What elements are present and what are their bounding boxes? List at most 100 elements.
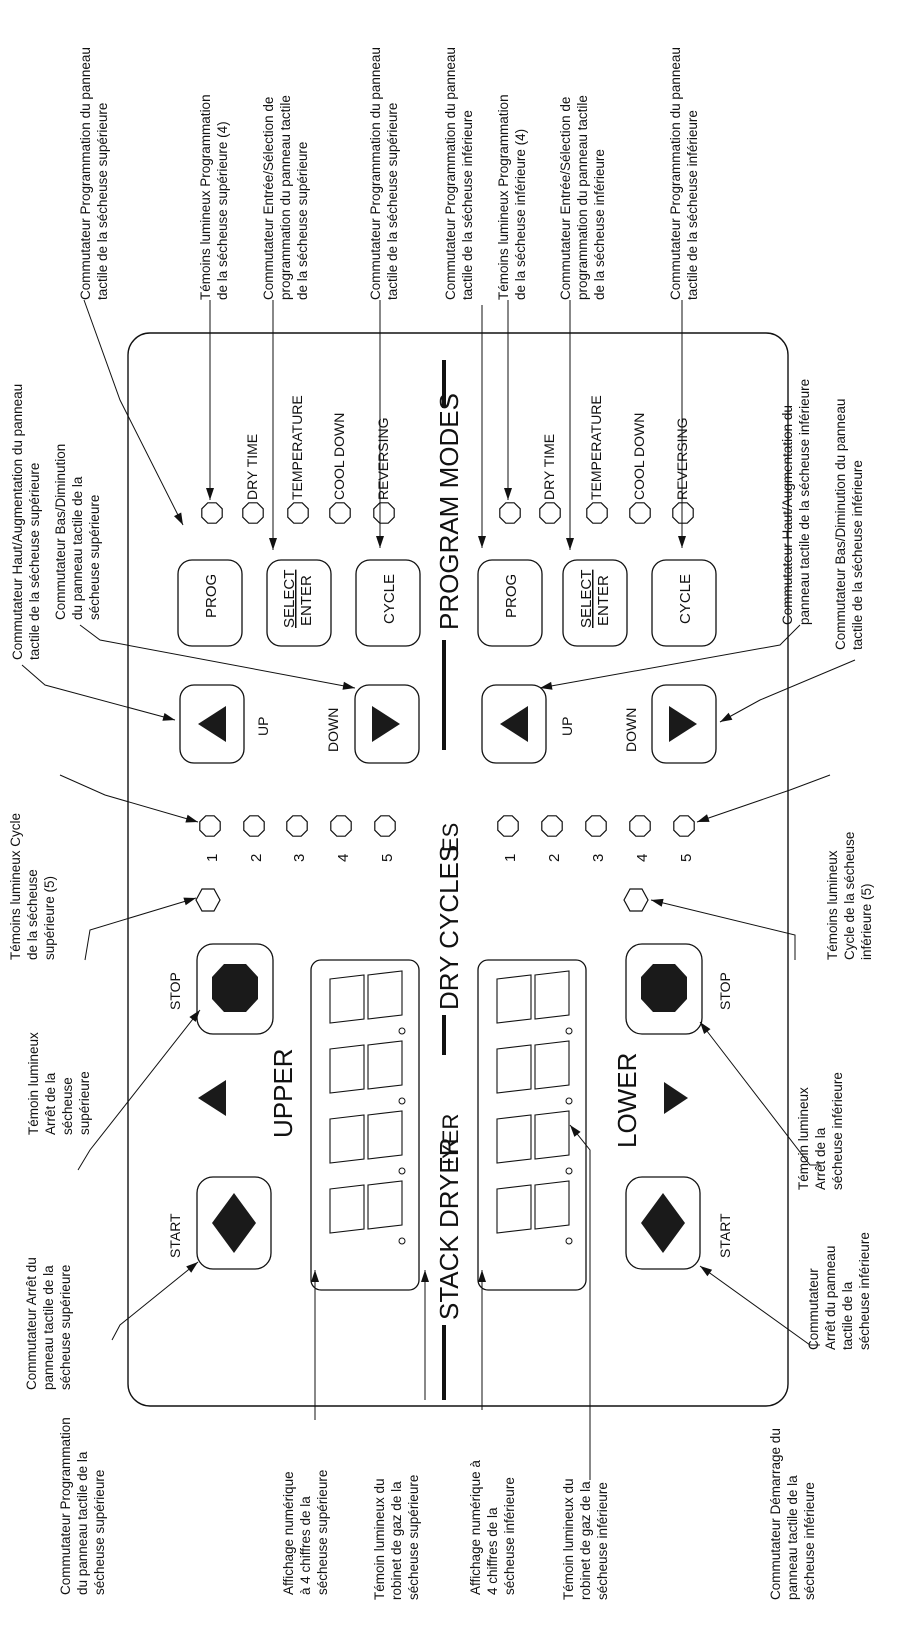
annotation-text: de la sécheuse inférieure (4): [513, 129, 528, 300]
arrowhead-icon: [700, 1266, 713, 1277]
upper-down-label: DOWN: [325, 708, 341, 752]
lower-select-enter-button[interactable]: SELECT ENTER: [562, 559, 628, 647]
lower-indicator-arrow-icon: [664, 1082, 688, 1114]
annotation-text: de la sécheuse inférieure: [592, 149, 607, 300]
arrowhead-icon: [651, 898, 664, 907]
annotation-text: Commutateur Haut/Augmentation du panneau: [10, 384, 25, 660]
upper-cycle-led: [243, 815, 265, 837]
annotation-text: Arrêt de la: [43, 1072, 58, 1135]
annotation-text: Commutateur Programmation: [58, 1417, 73, 1595]
lower-start-button[interactable]: START: [625, 1176, 733, 1270]
annotation-text: robinet de gaz de la: [578, 1481, 593, 1600]
lower-mode-label: TEMPERATURE: [588, 395, 604, 500]
lower-mode-led: [586, 502, 608, 524]
lower-cycle-led: [541, 815, 563, 837]
lower-stop-label: STOP: [717, 972, 733, 1010]
upper-digit: [329, 1110, 406, 1175]
lower-prog-led: [499, 502, 521, 524]
arrowhead-icon: [478, 536, 486, 548]
annotation-text: Témoins lumineux Cycle: [8, 813, 23, 960]
arrowhead-icon: [697, 814, 710, 822]
annotation-text: Commutateur: [806, 1268, 821, 1350]
annotation-text: Commutateur Haut/Augmentation du: [780, 405, 795, 625]
upper-cycle-led: [199, 815, 221, 837]
arrowhead-icon: [540, 681, 553, 690]
annotation-text: sécheuse supérieure: [58, 1265, 73, 1390]
lower-cycle-led: [629, 815, 651, 837]
leader-line: [79, 624, 356, 689]
leader-line: [696, 774, 831, 823]
lower-stop-button[interactable]: STOP: [625, 943, 733, 1035]
lower-digit: [496, 1110, 573, 1175]
arrowhead-icon: [269, 538, 277, 550]
upper-digital-display: [310, 959, 420, 1291]
upper-cycle-number: 2: [248, 854, 265, 862]
leader-line: [650, 899, 796, 960]
lower-cycle-button[interactable]: CYCLE: [651, 559, 717, 647]
lower-cycle-number: 4: [634, 854, 651, 862]
upper-prog-button[interactable]: PROG: [177, 559, 243, 647]
upper-cycle-button[interactable]: CYCLE: [355, 559, 421, 647]
annotation-text: sécheuse: [60, 1077, 75, 1135]
upper-stop-button[interactable]: STOP: [167, 943, 274, 1035]
annotation-text: tactile de la sécheuse supérieure: [95, 103, 110, 300]
lower-cycle-number: 2: [546, 854, 563, 862]
annotation-text: Arrêt du panneau: [823, 1246, 838, 1350]
upper-cycle-number: 4: [335, 854, 352, 862]
arrowhead-icon: [376, 536, 384, 548]
upper-mode-label: DRY TIME: [244, 434, 260, 500]
annotation-text: Commutateur Arrêt du: [24, 1257, 39, 1390]
annotation-text: Commutateur Bas/Diminution: [53, 444, 68, 620]
arrowhead-icon: [189, 1010, 200, 1022]
arrowhead-icon: [185, 814, 198, 823]
annotation-text: supérieure (5): [42, 876, 57, 960]
upper-cycle-number: 3: [291, 854, 308, 862]
upper-up-button[interactable]: UP: [179, 684, 271, 764]
upper-select-enter-button[interactable]: SELECT ENTER: [266, 559, 332, 647]
upper-select-label: SELECT: [281, 570, 298, 628]
upper-digit: [329, 1040, 406, 1105]
upper-mode-led: [329, 502, 351, 524]
stack-dryer-suffix: !YER: [438, 1114, 463, 1165]
annotation-text: Commutateur Programmation du panneau: [78, 47, 93, 300]
annotation-text: tactile de la sécheuse supérieure: [385, 103, 400, 300]
dry-cycles-label: DRY CYCLES: [434, 845, 464, 1010]
upper-start-label: START: [167, 1213, 183, 1258]
upper-down-button[interactable]: DOWN: [325, 684, 420, 764]
upper-start-button[interactable]: START: [167, 1176, 272, 1270]
arrowhead-icon: [478, 1270, 486, 1282]
annotation-text: de la sécheuse: [25, 869, 40, 960]
annotation-text: tactile de la sécheuse supérieure: [27, 463, 42, 660]
lower-up-button[interactable]: UP: [481, 684, 575, 764]
annotation-text: de la sécheuse supérieure (4): [215, 121, 230, 300]
upper-up-label: UP: [255, 717, 271, 736]
arrowhead-icon: [720, 712, 733, 722]
arrowhead-icon: [311, 1270, 319, 1282]
lower-down-button[interactable]: DOWN: [623, 684, 717, 764]
annotation-text: robinet de gaz de la: [389, 1481, 404, 1600]
annotation-text: Cycle de la sécheuse: [842, 832, 857, 960]
leader-line: [539, 624, 801, 689]
annotation-text: sécheuse supérieure: [315, 1470, 330, 1595]
annotation-text: programmation du panneau tactile: [575, 95, 590, 300]
lower-mode-led: [629, 502, 651, 524]
arrowhead-icon: [206, 488, 214, 500]
lower-prog-button[interactable]: PROG: [477, 559, 543, 647]
lower-mode-led: [539, 502, 561, 524]
annotation-text: supérieure: [77, 1071, 92, 1135]
lower-start-label: START: [717, 1213, 733, 1258]
leader-line: [21, 664, 176, 721]
annotation-text: Témoin lumineux du: [561, 1478, 576, 1600]
